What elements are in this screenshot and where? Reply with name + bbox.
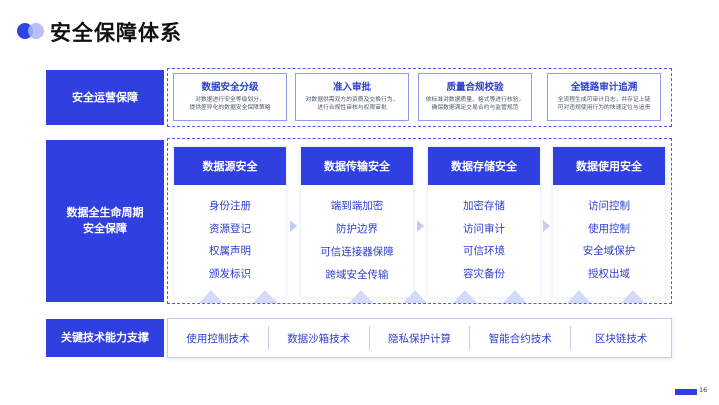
stage-title: 数据传输安全 xyxy=(301,147,413,185)
stage-item: 加密存储 xyxy=(463,200,505,212)
operations-container xyxy=(167,68,672,127)
tech-divider xyxy=(267,326,269,350)
ops-card-data-grading: 数据安全分级 对数据进行安全等级划分， 提供差异化的数据安全保障策略 xyxy=(173,73,287,121)
stage-item: 资源登记 xyxy=(209,222,251,235)
page-number-bar xyxy=(675,389,697,395)
ops-card-desc: 依标准对数据质量、格式等进行核验， 确保数据满足交易合约与监管规范 xyxy=(419,96,531,113)
tech-divider xyxy=(368,326,370,350)
logo-dot-secondary xyxy=(28,23,44,39)
stage-item: 授权出域 xyxy=(588,267,630,280)
page-title: 安全保障体系 xyxy=(50,21,182,45)
row-label-security-operations: 安全运营保障 xyxy=(46,70,164,125)
stage-data-usage-security: 数据使用安全 访问控制 使用控制 安全域保护 授权出域 xyxy=(553,147,665,297)
stage-item: 防护边界 xyxy=(336,222,378,235)
stage-item: 容灾备份 xyxy=(463,267,505,280)
ops-card-title: 质量合规校验 xyxy=(446,82,504,93)
chevron-right-icon xyxy=(290,220,297,232)
stage-title: 数据存储安全 xyxy=(428,147,540,185)
tech-item-smart-contract: 智能合约技术 xyxy=(488,332,552,345)
arrow-up-icon xyxy=(567,290,591,303)
lifecycle-container xyxy=(167,138,672,304)
key-technologies-band: 使用控制技术 数据沙箱技术 隐私保护计算 智能合约技术 区块链技术 xyxy=(167,318,672,358)
arrow-up-icon xyxy=(453,290,477,303)
stage-item: 访问控制 xyxy=(588,200,630,212)
stage-item: 颁发标识 xyxy=(209,267,251,280)
ops-card-desc-line2: 提供差异化的数据安全保障策略 xyxy=(189,105,271,112)
ops-card-desc-line1: 对数据进行安全等级划分， xyxy=(195,97,265,103)
stage-item: 安全域保护 xyxy=(582,245,636,257)
stage-data-source-security: 数据源安全 身份注册 资源登记 权属声明 颁发标识 xyxy=(174,147,286,297)
ops-card-desc-line1: 全流程生成可审计日志，并存证上链 xyxy=(557,97,651,103)
ops-card-desc-line2: 可对违规使用行为的快速定位与追责 xyxy=(557,105,651,112)
tech-item-blockchain: 区块链技术 xyxy=(594,332,648,345)
row-label-data-lifecycle: 数据全生命周期 安全保障 xyxy=(46,140,164,302)
stage-item: 权属声明 xyxy=(209,245,251,257)
stage-title: 数据源安全 xyxy=(174,147,286,185)
ops-card-access-approval: 准入审批 对数据供需双方的资质及交换行为， 进行合规性审核与权限审批 xyxy=(295,73,409,121)
arrow-up-icon xyxy=(403,290,427,303)
stage-data-transmission-security: 数据传输安全 端到端加密 防护边界 可信连接器保障 跨域安全传输 xyxy=(301,147,413,297)
row-label-key-technologies: 关键技术能力支撑 xyxy=(46,319,164,357)
stage-item: 端到端加密 xyxy=(330,200,384,212)
tech-item-usage-control: 使用控制技术 xyxy=(186,332,250,345)
ops-card-desc: 对数据进行安全等级划分， 提供差异化的数据安全保障策略 xyxy=(174,96,286,113)
stage-item-line2: 跨域安全传输 xyxy=(325,268,389,281)
ops-card-title: 全链路审计追溯 xyxy=(570,82,638,93)
tech-divider xyxy=(469,326,471,350)
ops-card-desc-line1: 依标准对数据质量、格式等进行核验， xyxy=(425,97,525,103)
stage-item: 可信环境 xyxy=(463,245,505,257)
chevron-right-icon xyxy=(417,220,424,232)
chevron-right-icon xyxy=(543,220,550,232)
page-number: 16 xyxy=(699,386,708,394)
ops-card-quality-check: 质量合规校验 依标准对数据质量、格式等进行核验， 确保数据满足交易合约与监管规范 xyxy=(418,73,532,121)
arrow-up-icon xyxy=(199,290,223,303)
ops-card-desc: 全流程生成可审计日志，并存证上链 可对违规使用行为的快速定位与追责 xyxy=(548,96,660,113)
row-label-data-lifecycle-line2: 安全保障 xyxy=(83,222,127,235)
arrow-up-icon xyxy=(621,290,645,303)
tech-item-privacy-computing: 隐私保护计算 xyxy=(387,332,451,345)
tech-item-data-sandbox: 数据沙箱技术 xyxy=(287,332,351,345)
ops-card-desc-line1: 对数据供需双方的资质及交换行为， xyxy=(305,97,399,103)
stage-title: 数据使用安全 xyxy=(553,147,665,185)
stage-item: 使用控制 xyxy=(588,222,630,235)
stage-item-line1: 可信连接器保障 xyxy=(320,246,394,258)
stage-data-storage-security: 数据存储安全 加密存储 访问审计 可信环境 容灾备份 xyxy=(428,147,540,297)
tech-divider xyxy=(570,326,572,350)
arrow-up-icon xyxy=(503,290,527,303)
stage-item-multiline: 可信连接器保障 跨域安全传输 xyxy=(301,240,413,281)
arrow-up-icon xyxy=(253,290,277,303)
ops-card-audit-trace: 全链路审计追溯 全流程生成可审计日志，并存证上链 可对违规使用行为的快速定位与追… xyxy=(547,73,661,121)
ops-card-title: 数据安全分级 xyxy=(201,82,259,93)
ops-card-desc-line2: 进行合规性审核与权限审批 xyxy=(317,105,387,112)
ops-card-desc-line2: 确保数据满足交易合约与监管规范 xyxy=(431,105,519,112)
stage-item: 身份注册 xyxy=(209,200,251,212)
ops-card-desc: 对数据供需双方的资质及交换行为， 进行合规性审核与权限审批 xyxy=(296,96,408,113)
arrow-up-icon xyxy=(349,290,373,303)
ops-card-title: 准入审批 xyxy=(332,82,371,93)
row-label-data-lifecycle-line1: 数据全生命周期 xyxy=(66,206,144,220)
stage-item: 访问审计 xyxy=(463,222,505,235)
